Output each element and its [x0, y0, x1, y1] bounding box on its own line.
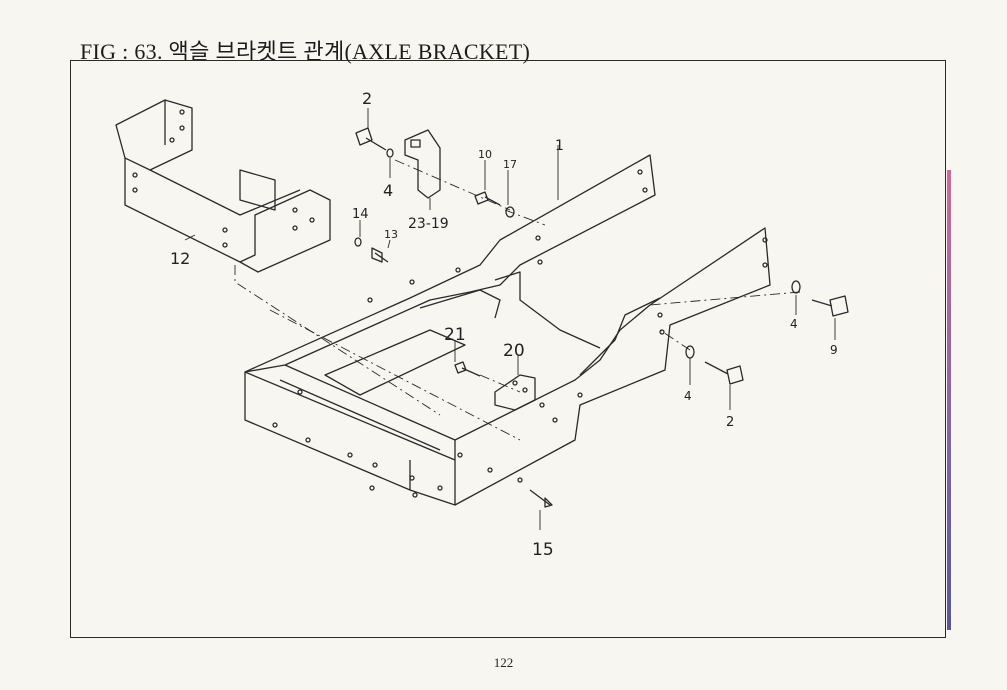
fasteners [354, 127, 849, 508]
callout-2-upper: 2 [362, 89, 372, 108]
part-1-main-frame [244, 154, 771, 506]
callout-9: 9 [830, 343, 838, 357]
callout-14: 14 [352, 207, 369, 222]
callout-15: 15 [532, 540, 554, 560]
callout-4-upper: 4 [383, 181, 393, 200]
callout-4-right: 4 [790, 317, 798, 331]
callout-17: 17 [503, 158, 517, 171]
part-23-19-bracket [404, 129, 441, 199]
scan-edge-strip [947, 170, 951, 630]
callout-13: 13 [384, 228, 398, 241]
callout-20: 20 [503, 341, 525, 361]
callout-1: 1 [555, 138, 564, 154]
callout-21: 21 [444, 325, 466, 345]
callout-10: 10 [478, 148, 492, 161]
callout-23-19: 23-19 [408, 216, 449, 232]
figure-frame [70, 60, 946, 638]
callout-4-lower: 4 [684, 389, 692, 403]
callout-2-lower: 2 [726, 415, 734, 430]
leader-lines [184, 108, 836, 530]
part-20-bracket [494, 374, 536, 411]
callout-12: 12 [170, 249, 190, 268]
page-title: FIG : 63. 액슬 브라켓트 관계(AXLE BRACKET) [80, 39, 531, 64]
part-12-axle-bracket [115, 99, 331, 273]
page-number: 122 [493, 655, 514, 670]
